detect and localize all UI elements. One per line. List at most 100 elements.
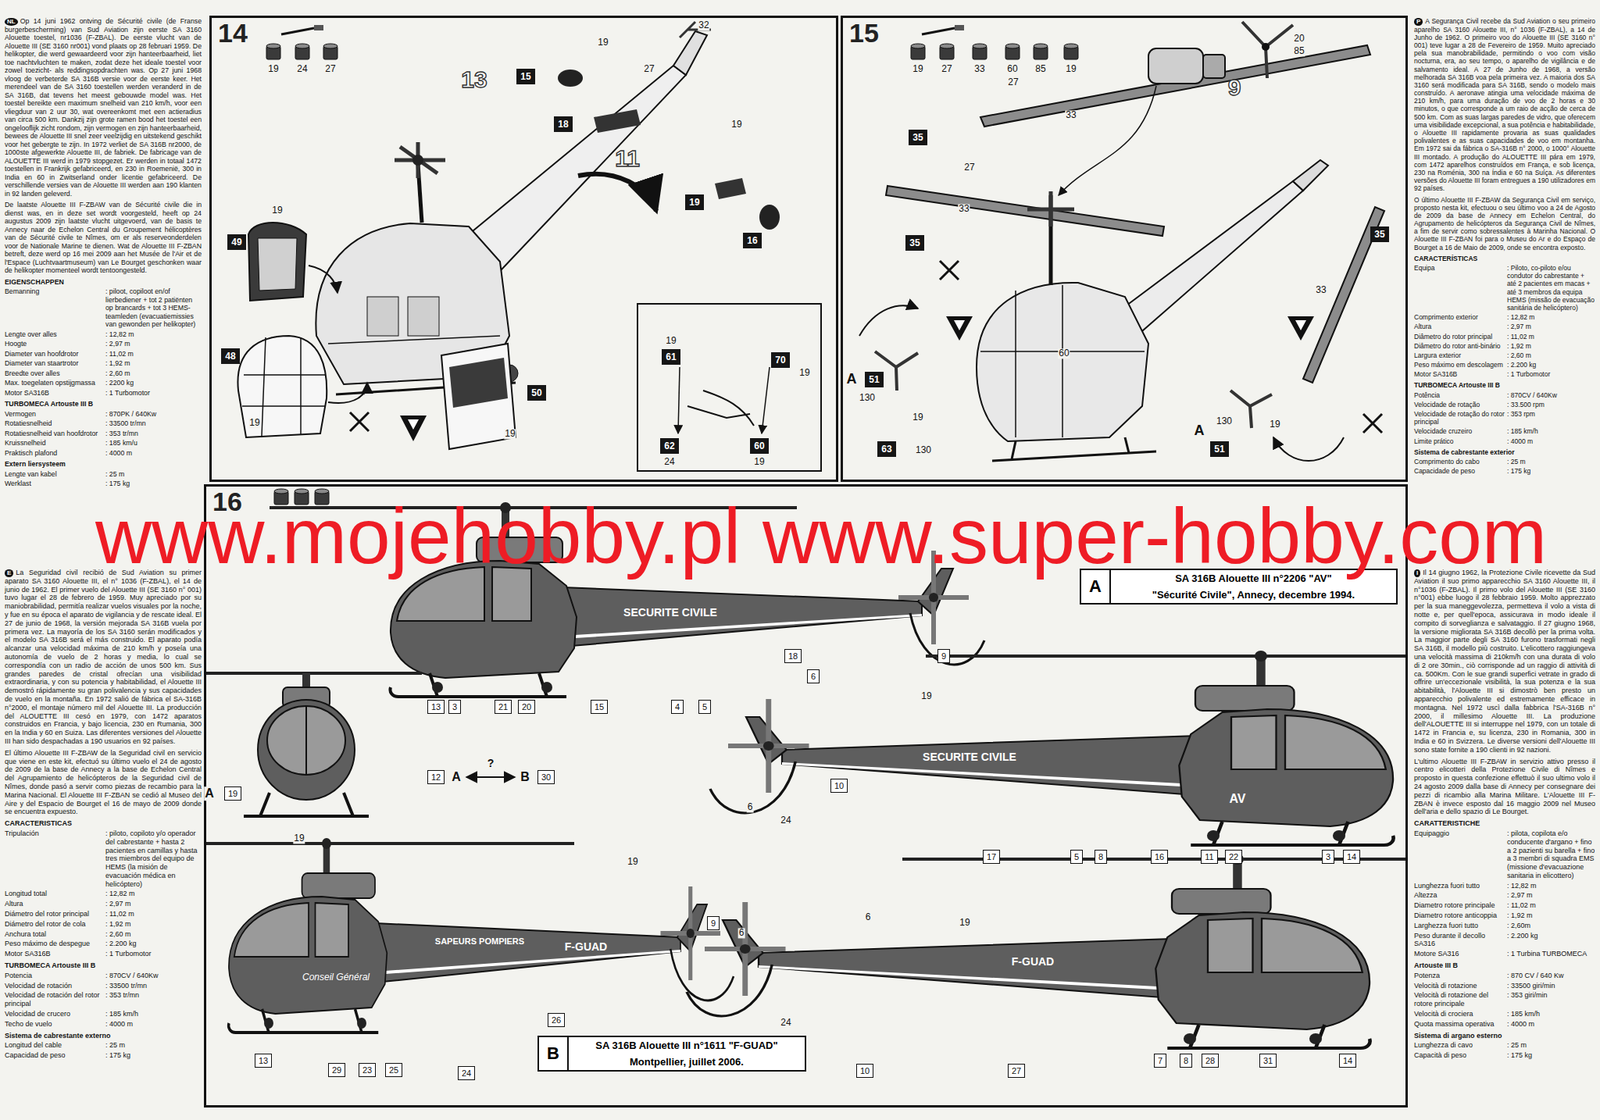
text-row: NLOp 14 juni 1962 ontving de Sécurité ci…: [4, 17, 202, 198]
callout-number: 20: [1292, 33, 1305, 44]
spec-value: : 25 m: [1507, 1041, 1596, 1050]
decal-number: 31: [1259, 1053, 1277, 1068]
spec-value: : 33500 tr/mn: [105, 419, 202, 429]
callout-number: 8: [1098, 852, 1104, 862]
callout-number: 19: [503, 428, 516, 440]
option-letter: A: [203, 786, 215, 801]
callout-number: 16: [746, 235, 758, 247]
callout-number: 85: [1034, 64, 1047, 75]
callout-number: 48: [225, 350, 236, 362]
callout-number: 10: [860, 1066, 870, 1076]
spec-name: Altura: [4, 900, 104, 909]
decal-number: 24: [457, 1066, 475, 1081]
text-row: CARACTERISTICAS: [4, 819, 202, 829]
decal-number: 26: [547, 1013, 565, 1028]
spec-name: Larghezza fuori tutto: [1414, 921, 1505, 931]
callout-number: 15: [520, 71, 531, 83]
option-letter: A: [846, 371, 858, 388]
callout-number: 24: [461, 1068, 472, 1079]
spec-name: Werklast: [4, 479, 104, 489]
callout-number: 26: [551, 1015, 561, 1025]
text-row: Quota massima operativa: 4000 m: [1414, 1020, 1596, 1029]
callout-number: 20: [521, 702, 532, 712]
callout-number: 19: [626, 857, 639, 868]
spec-value: : 1,92 m: [1507, 911, 1596, 921]
spec-value: : 33500 tr/mn: [105, 982, 202, 991]
text-row: TURBOMECA Artouste III B: [1414, 381, 1596, 390]
text-row: Diâmetro do rotor anti-binário: 1,92 m: [1414, 342, 1596, 350]
spec-value: : 12,82 m: [105, 889, 202, 899]
text-row: Kruissnelheid: 185 km/u: [4, 439, 202, 448]
text-row: Diameter van staartrotor: 1,92 m: [4, 359, 202, 368]
text-row: Diametro rotore anticoppia: 1,92 m: [1414, 911, 1596, 921]
text-row: Diametro rotore principale: 11,02 m: [1414, 901, 1596, 911]
text-row: Limite prático: 4000 m: [1414, 437, 1596, 446]
callout-number: 51: [1214, 443, 1225, 455]
text-row: TURBOMECA Artouste III B: [4, 961, 202, 971]
text-row: Lengte over alles: 12,82 m: [4, 330, 202, 340]
callout-number: 15: [594, 702, 604, 712]
callout-number: 18: [788, 651, 798, 661]
text-row: Longitud del cable: 25 m: [4, 1041, 202, 1050]
spec-value: : 12,82 m: [105, 330, 202, 340]
spec-value: : 870CV / 640Kw: [105, 971, 202, 981]
text-row: Motor SA316B: 1 Turbomotor: [4, 950, 202, 959]
spec-heading: Sistema di argano esterno: [1414, 1032, 1503, 1040]
text-column: IIl 14 giugno 1962, la Protezione Civile…: [1414, 568, 1596, 1062]
step-15-drawing: [859, 21, 1385, 461]
spec-value: : 11,02 m: [105, 910, 202, 919]
text-row: Lunghezza di cavo: 25 m: [1414, 1041, 1596, 1050]
history-text: L'ultimo Alouette III F-ZBAW in servizio…: [1414, 757, 1596, 817]
callout-number: 16: [1154, 852, 1165, 862]
callout-number: 23: [362, 1065, 372, 1075]
callout-number: 63: [881, 443, 892, 455]
spec-name: Tripulación: [4, 829, 104, 890]
language-badge: NL: [4, 17, 18, 26]
decal-number: 10: [830, 778, 848, 793]
decal-number: 14: [1342, 850, 1361, 865]
text-row: ELa Seguridad civil recibió de Sud Aviat…: [4, 568, 202, 747]
spec-name: Velocidad de rotación del rotor principa…: [4, 991, 104, 1009]
spec-name: Bemanning: [4, 287, 104, 329]
callout-number: 5: [1074, 852, 1079, 862]
spec-value: : 4000 m: [105, 449, 202, 458]
decal-number: 17: [982, 850, 1000, 865]
decal-number: 15: [590, 700, 608, 715]
callout-number: 3: [1325, 852, 1331, 862]
text-row: CARACTERÍSTICAS: [1414, 254, 1596, 263]
spec-name: Motore SA316: [1414, 950, 1505, 959]
spec-name: Velocidad de rotación: [4, 982, 104, 991]
callout-number: 62: [664, 440, 675, 452]
text-row: Altezza: 2,97 m: [1414, 891, 1596, 900]
text-row: Lunghezza fuori tutto: 12,82 m: [1414, 882, 1596, 891]
callout-number: 70: [775, 354, 786, 366]
spec-name: Velocidade cruzeiro: [1414, 427, 1505, 436]
spec-value: : 2,60 m: [105, 930, 202, 940]
callout-number: 85: [1292, 46, 1305, 57]
decal-number: 20: [517, 700, 536, 715]
option-letter: A: [450, 770, 462, 785]
spec-name: Anchura total: [4, 930, 104, 940]
callout-number: 33: [1314, 285, 1327, 296]
callout-number: 19: [664, 335, 677, 347]
spec-name: Velocidad de crucero: [4, 1010, 104, 1019]
spec-name: Velocità di rotazione del rotore princip…: [1414, 991, 1505, 1009]
spec-heading: CARACTERÍSTICAS: [1414, 254, 1478, 263]
callout-number: 19: [911, 64, 924, 75]
step-16-drawing: [82, 489, 1591, 1049]
text-row: Equipaggio: pilota, copilota e/o conduce…: [1414, 829, 1596, 881]
text-row: Artouste III B: [1414, 961, 1596, 971]
spec-value: : 175 kg: [1507, 1051, 1596, 1061]
spec-value: : 2,60m: [1507, 921, 1596, 931]
text-row: O último Alouette III F-ZBAW da Seguranç…: [1414, 196, 1596, 252]
callout-number: 6: [746, 802, 754, 813]
spec-name: Capacidad de peso: [4, 1051, 104, 1061]
text-row: Velocidad de crucero: 185 km/h: [4, 1010, 202, 1019]
callout-number: 61: [665, 351, 676, 363]
callout-number: 19: [730, 119, 743, 130]
decal-number: 30: [537, 770, 555, 785]
spec-value: : 2200 kg: [105, 378, 202, 388]
text-row: Velocidade de rotação do rotor principal…: [1414, 410, 1596, 426]
callout-number: 19: [292, 833, 305, 844]
callout-number: 19: [911, 412, 924, 423]
